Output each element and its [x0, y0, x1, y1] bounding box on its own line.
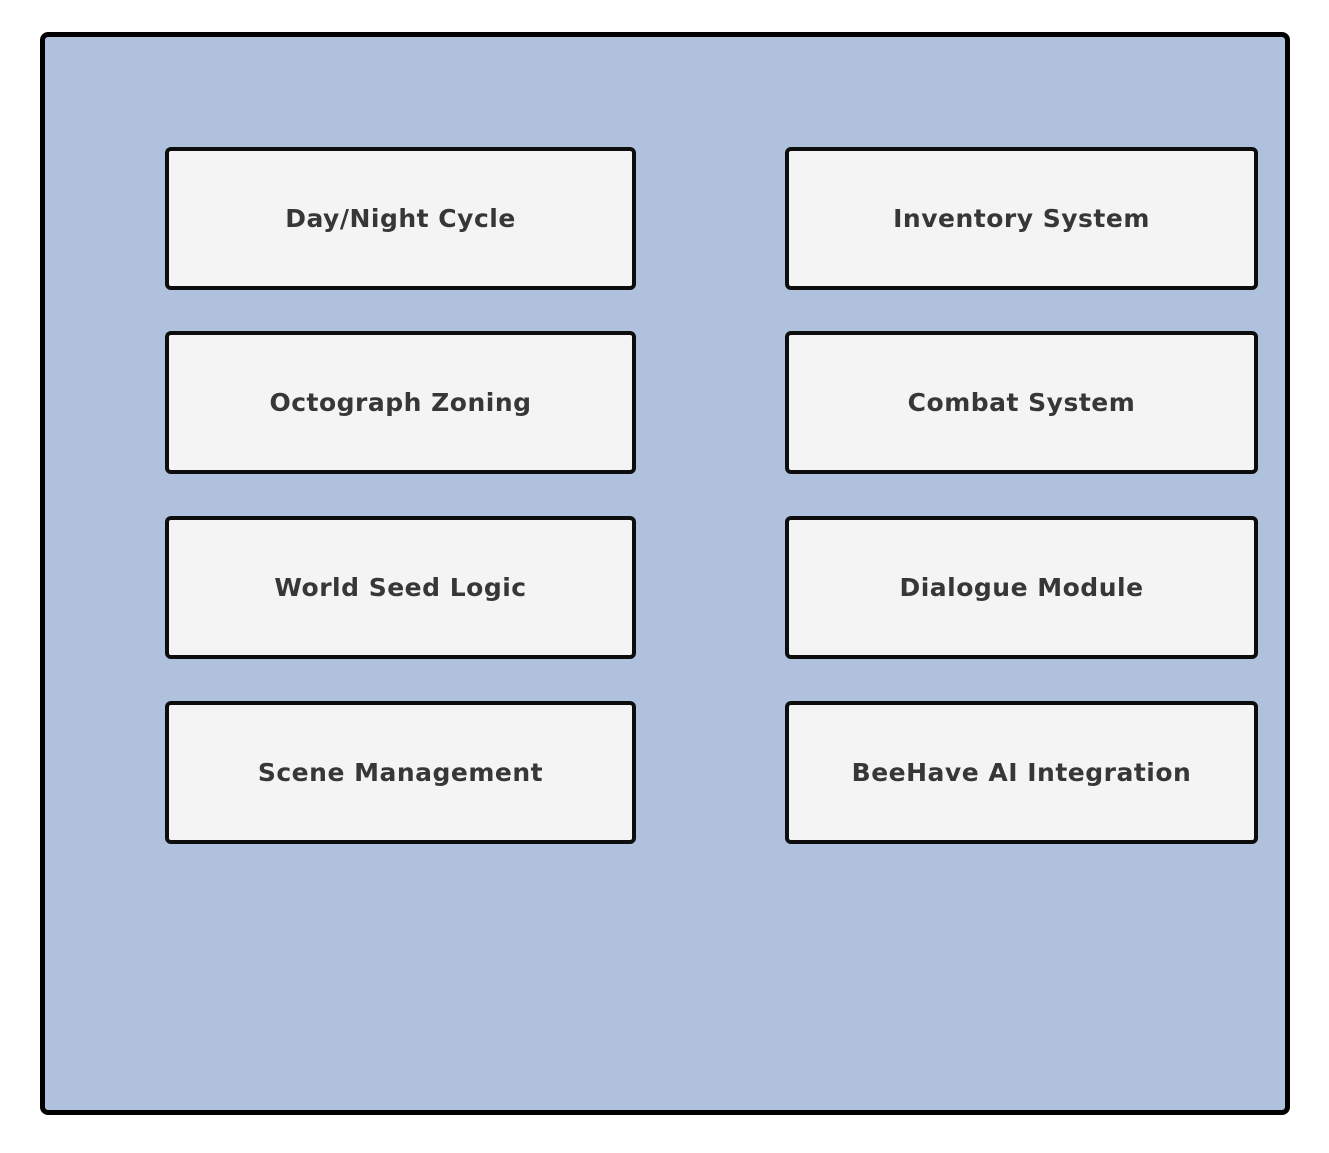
module-box-beehave-ai-integration: BeeHave AI Integration	[785, 701, 1258, 844]
module-box-scene-management: Scene Management	[165, 701, 636, 844]
module-box-dialogue-module: Dialogue Module	[785, 516, 1258, 659]
module-label: Inventory System	[893, 204, 1150, 233]
module-label: BeeHave AI Integration	[851, 758, 1192, 787]
module-label: Day/Night Cycle	[285, 204, 516, 233]
module-box-inventory-system: Inventory System	[785, 147, 1258, 290]
module-label: Dialogue Module	[899, 573, 1144, 602]
module-box-combat-system: Combat System	[785, 331, 1258, 474]
module-label: Octograph Zoning	[269, 388, 532, 417]
module-label: Scene Management	[257, 758, 544, 787]
module-box-world-seed-logic: World Seed Logic	[165, 516, 636, 659]
module-label: World Seed Logic	[274, 573, 527, 602]
module-box-octograph-zoning: Octograph Zoning	[165, 331, 636, 474]
module-box-day-night-cycle: Day/Night Cycle	[165, 147, 636, 290]
module-label: Combat System	[907, 388, 1136, 417]
modules-panel: Day/Night Cycle Inventory System Octogra…	[40, 32, 1290, 1115]
